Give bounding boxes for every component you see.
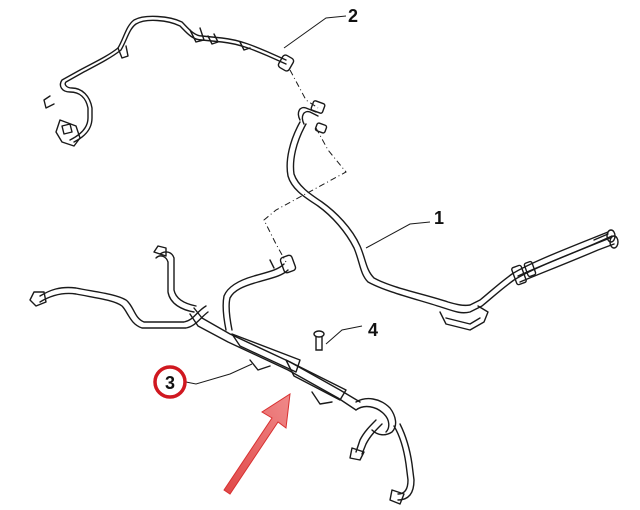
highlight-ring <box>153 365 187 399</box>
callout-label-1: 1 <box>434 208 444 228</box>
reference-lines <box>263 69 347 263</box>
callout-label-2: 2 <box>348 6 358 26</box>
callout-label-3: 3 <box>165 373 175 393</box>
leader-lines <box>185 15 431 385</box>
callout-label-4: 4 <box>368 320 378 340</box>
red-arrow-icon <box>223 393 291 495</box>
lower-harness <box>29 245 415 505</box>
upper-harness <box>43 15 295 147</box>
callout-2: 2 <box>348 6 358 26</box>
bolt-part-4 <box>313 330 325 351</box>
main-pipe <box>286 100 619 331</box>
callout-4: 4 <box>368 320 378 340</box>
callout-1: 1 <box>434 208 444 228</box>
callout-3-highlighted: 3 <box>153 365 187 399</box>
